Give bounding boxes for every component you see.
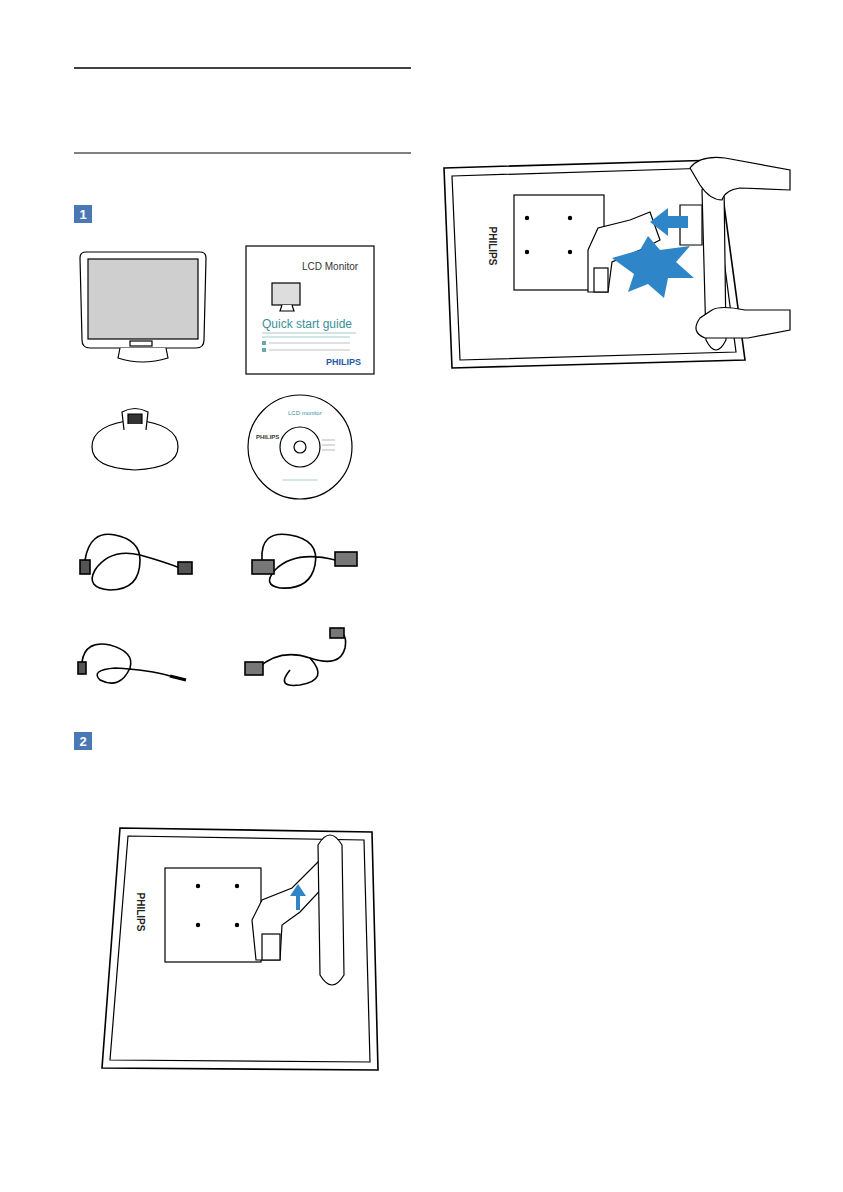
step-number-box: 1: [74, 205, 92, 223]
guide-heading: Quick start guide: [262, 318, 352, 330]
dvi-cable: [245, 628, 346, 685]
rule-line: [74, 67, 411, 69]
cd-title: LCD monitor: [288, 410, 322, 416]
step-number-box: 2: [74, 732, 92, 750]
guide-title: LCD Monitor: [302, 262, 358, 272]
back-brand: PHILIPS: [487, 227, 497, 266]
quick-start-guide: [246, 246, 374, 374]
power-cord: [80, 534, 192, 590]
step-number: 1: [79, 208, 86, 221]
monitor-back-attach: [444, 157, 790, 368]
monitor-base: [92, 409, 178, 471]
back-brand: PHILIPS: [135, 893, 145, 932]
cd-brand: PHILIPS: [256, 434, 279, 440]
audio-cable: [78, 644, 186, 683]
vga-cable: [252, 534, 357, 588]
monitor-front: [80, 252, 206, 362]
monitor-back-slide: [102, 828, 378, 1070]
brand-logo: PHILIPS: [326, 358, 361, 367]
step-number: 2: [79, 735, 86, 748]
rule-line: [74, 153, 411, 154]
cd-rom: [248, 395, 352, 499]
